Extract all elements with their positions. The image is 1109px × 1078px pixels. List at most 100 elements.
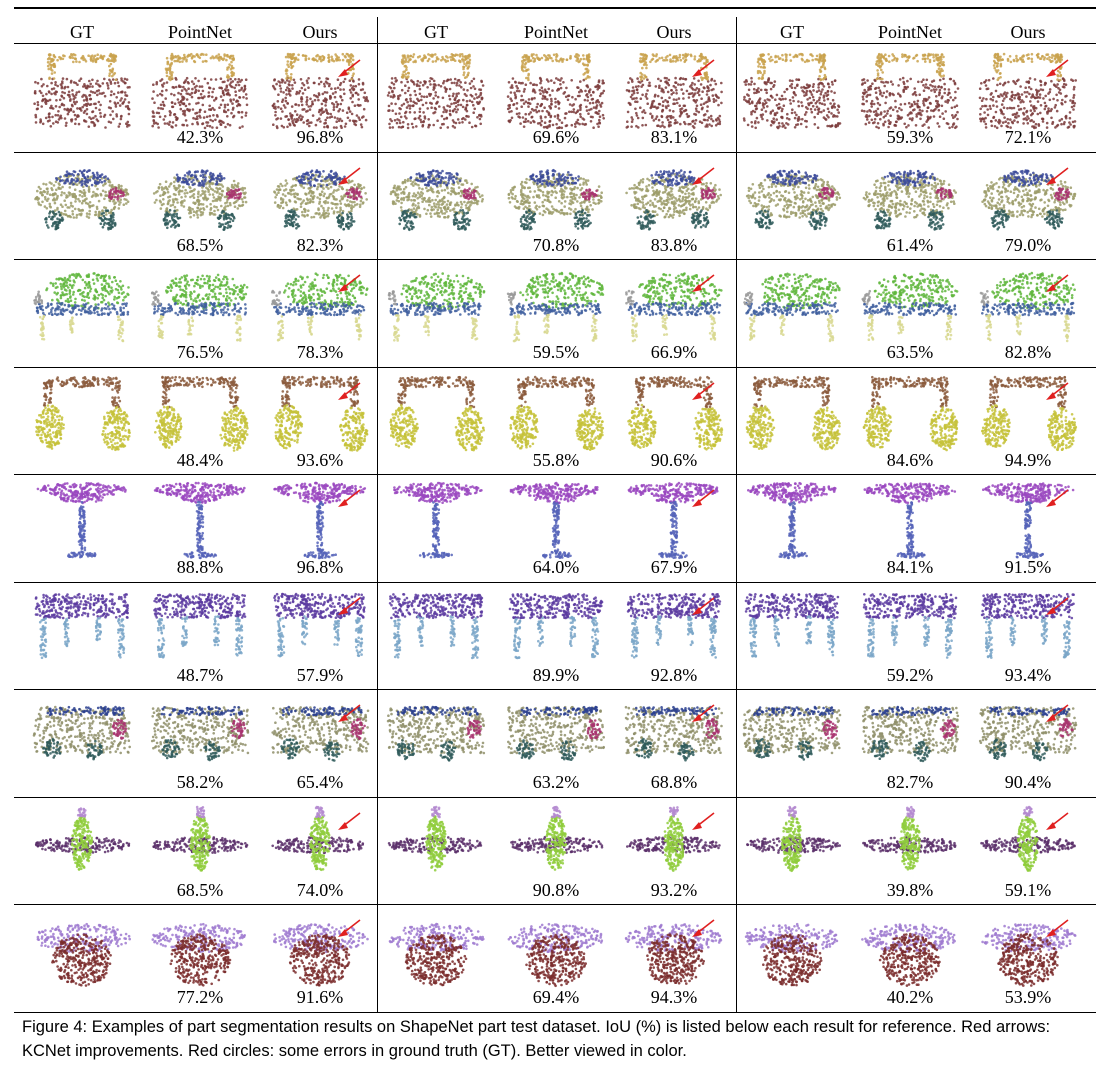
point-cloud-bag [858, 48, 962, 134]
row-rule [14, 259, 1096, 260]
point-cloud-lamp [740, 478, 844, 564]
point-cloud-plot [273, 481, 367, 560]
point-cloud-table [268, 586, 372, 672]
point-cloud-chair [858, 263, 962, 349]
point-cloud-headphones [976, 371, 1080, 457]
point-cloud-cap [384, 908, 488, 994]
point-cloud-plot [745, 375, 841, 450]
iou-label: 69.4% [506, 987, 606, 1007]
iou-label: 69.6% [506, 127, 606, 147]
point-cloud-plot [507, 922, 604, 988]
point-cloud-headphones [622, 371, 726, 457]
improvement-arrow-icon [1046, 274, 1069, 292]
iou-label: 94.3% [624, 987, 724, 1007]
point-cloud-airplane [148, 801, 252, 887]
point-cloud-plot [34, 168, 130, 231]
iou-label: 63.5% [860, 342, 960, 362]
point-cloud-plot [152, 168, 248, 231]
iou-label: 82.7% [860, 772, 960, 792]
point-cloud-lamp [148, 478, 252, 564]
point-cloud-plot [271, 272, 369, 342]
iou-label: 42.3% [150, 127, 250, 147]
column-header: Ours [280, 21, 360, 43]
point-cloud-plot [33, 272, 130, 343]
point-cloud-airplane [384, 801, 488, 887]
point-cloud-airplane [976, 801, 1080, 887]
point-cloud-lamp [622, 478, 726, 564]
iou-label: 68.5% [150, 880, 250, 900]
column-header: Ours [988, 21, 1068, 43]
point-cloud-car [148, 156, 252, 242]
point-cloud-plot [862, 592, 958, 659]
point-cloud-plot [151, 922, 246, 987]
iou-label: 91.6% [270, 987, 370, 1007]
point-cloud-plot [509, 375, 605, 451]
point-cloud-lamp [504, 478, 608, 564]
improvement-arrow-icon [1046, 919, 1069, 937]
improvement-arrow-icon [1046, 489, 1069, 507]
point-cloud-car [384, 156, 488, 242]
iou-label: 96.8% [270, 557, 370, 577]
point-cloud-plot [862, 169, 957, 231]
point-cloud-plot [862, 805, 957, 871]
improvement-arrow-icon [338, 811, 361, 830]
point-cloud-car [740, 156, 844, 242]
point-cloud-plot [744, 922, 839, 987]
point-cloud-headphones [504, 371, 608, 457]
improvement-arrow-icon [1046, 596, 1069, 615]
improvement-arrow-icon [692, 59, 715, 77]
iou-label: 90.8% [506, 880, 606, 900]
iou-label: 57.9% [270, 665, 370, 685]
iou-label: 82.8% [978, 342, 1078, 362]
point-cloud-plot [745, 169, 842, 230]
point-cloud-cap [622, 908, 726, 994]
point-cloud-plot [274, 375, 369, 452]
point-cloud-airplane [30, 801, 134, 887]
iou-label: 74.0% [270, 880, 370, 900]
point-cloud-vehicle [268, 693, 372, 779]
iou-label: 89.9% [506, 665, 606, 685]
point-cloud-headphones [148, 371, 252, 457]
point-cloud-plot [862, 375, 959, 451]
point-cloud-headphones [268, 371, 372, 457]
iou-label: 63.2% [506, 772, 606, 792]
point-cloud-plot [150, 273, 249, 342]
point-cloud-car [268, 156, 372, 242]
row-rule [14, 581, 1096, 583]
point-cloud-plot [861, 272, 959, 341]
improvement-arrow-icon [1046, 704, 1069, 722]
point-cloud-plot [34, 806, 131, 871]
iou-label: 79.0% [978, 235, 1078, 255]
iou-label: 65.4% [270, 772, 370, 792]
point-cloud-plot [32, 705, 131, 761]
improvement-arrow-icon [692, 274, 715, 292]
point-cloud-bag [740, 48, 844, 134]
point-cloud-headphones [30, 371, 134, 457]
point-cloud-cap [976, 908, 1080, 994]
improvement-arrow-icon [692, 811, 715, 830]
point-cloud-chair [148, 263, 252, 349]
row-rule [14, 796, 1096, 798]
point-cloud-car [622, 156, 726, 242]
point-cloud-cap [858, 908, 962, 994]
point-cloud-plot [982, 482, 1075, 559]
iou-label: 93.2% [624, 880, 724, 900]
improvement-arrow-icon [1046, 59, 1069, 77]
point-cloud-vehicle [976, 693, 1080, 779]
point-cloud-plot [863, 482, 957, 560]
iou-label: 96.8% [270, 127, 370, 147]
point-cloud-plot [627, 375, 724, 451]
improvement-arrow-icon [338, 596, 361, 615]
bottom-rule [14, 1011, 1096, 1013]
iou-label: 61.4% [860, 235, 960, 255]
row-rule [14, 689, 1096, 690]
iou-label: 64.0% [506, 557, 606, 577]
point-cloud-plot [509, 481, 599, 559]
point-cloud-plot [154, 375, 249, 452]
point-cloud-car [504, 156, 608, 242]
point-cloud-plot [624, 919, 723, 985]
point-cloud-chair [384, 263, 488, 349]
improvement-arrow-icon [338, 166, 361, 185]
improvement-arrow-icon [692, 596, 715, 615]
